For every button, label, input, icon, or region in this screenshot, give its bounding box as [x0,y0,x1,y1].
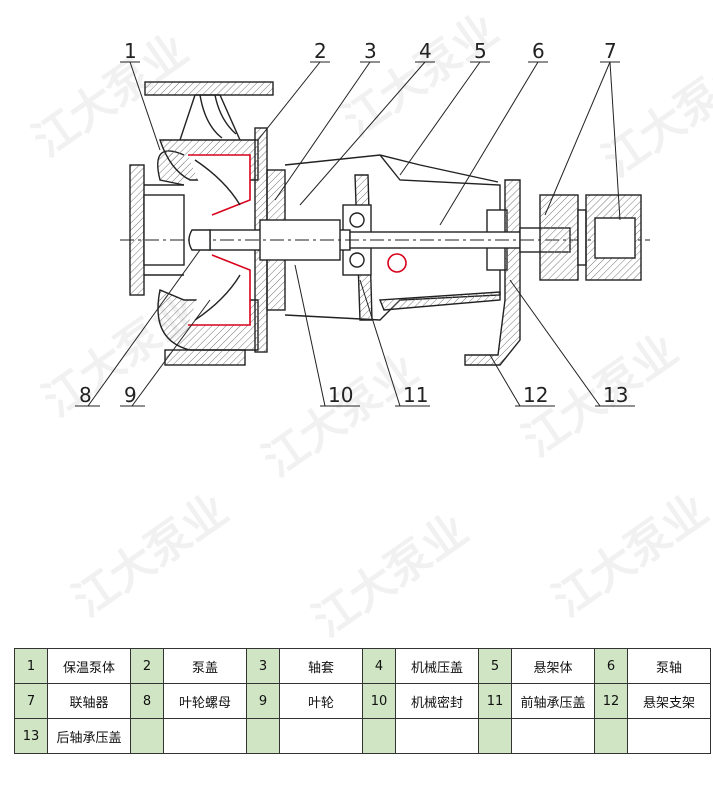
callout-1: 1 [124,39,137,63]
part-number: 6 [594,648,628,684]
part-number: 2 [130,648,164,684]
part-name: 机械压盖 [395,648,479,684]
part-name [511,718,595,754]
part-name: 保温泵体 [47,648,131,684]
callout-12: 12 [523,383,548,407]
part-number [362,718,396,754]
callout-11: 11 [403,383,428,407]
callout-7: 7 [604,39,617,63]
part-number [130,718,164,754]
callout-labels: 1 2 3 4 5 6 7 8 9 10 11 12 13 [79,39,628,407]
part-name: 前轴承压盖 [511,683,595,719]
callout-4: 4 [419,39,432,63]
part-number: 12 [594,683,628,719]
part-name [627,718,711,754]
callout-3: 3 [364,39,377,63]
part-number: 7 [14,683,48,719]
table-row: 13 后轴承压盖 [14,718,711,754]
watermark-7: 江大泵业 [63,484,238,628]
callout-5: 5 [474,39,487,63]
part-name [395,718,479,754]
part-name [279,718,363,754]
coupling [539,194,642,281]
table-row: 7 联轴器 8 叶轮螺母 9 叶轮 10 机械密封 11 前轴承压盖 12 悬架… [14,683,711,719]
part-number [594,718,628,754]
table-row: 1 保温泵体 2 泵盖 3 轴套 4 机械压盖 5 悬架体 6 泵轴 [14,648,711,684]
part-number: 10 [362,683,396,719]
part-name: 轴套 [279,648,363,684]
callout-8: 8 [79,383,92,407]
part-number: 4 [362,648,396,684]
leader-lines [75,61,635,407]
callout-10: 10 [328,383,353,407]
part-name: 泵轴 [627,648,711,684]
part-number: 9 [246,683,280,719]
part-name: 机械密封 [395,683,479,719]
watermark-9: 江大泵业 [543,484,713,628]
callout-13: 13 [603,383,628,407]
part-number [478,718,512,754]
part-number: 3 [246,648,280,684]
part-number: 13 [14,718,48,754]
part-number: 8 [130,683,164,719]
part-number: 11 [478,683,512,719]
part-name: 悬架支架 [627,683,711,719]
part-name [163,718,247,754]
pump-section-drawing: 1 2 3 4 5 6 7 8 9 10 11 12 13 [75,39,650,407]
watermark-8: 江大泵业 [303,504,478,648]
part-number [246,718,280,754]
part-name: 联轴器 [47,683,131,719]
callout-2: 2 [314,39,327,63]
callout-6: 6 [532,39,545,63]
part-name: 后轴承压盖 [47,718,131,754]
part-name: 泵盖 [163,648,247,684]
part-name: 叶轮螺母 [163,683,247,719]
part-name: 叶轮 [279,683,363,719]
part-name: 悬架体 [511,648,595,684]
callout-9: 9 [124,383,137,407]
part-number: 5 [478,648,512,684]
part-number: 1 [14,648,48,684]
parts-table: 1 保温泵体 2 泵盖 3 轴套 4 机械压盖 5 悬架体 6 泵轴 7 联轴器… [14,648,711,754]
pump-body [129,81,286,366]
